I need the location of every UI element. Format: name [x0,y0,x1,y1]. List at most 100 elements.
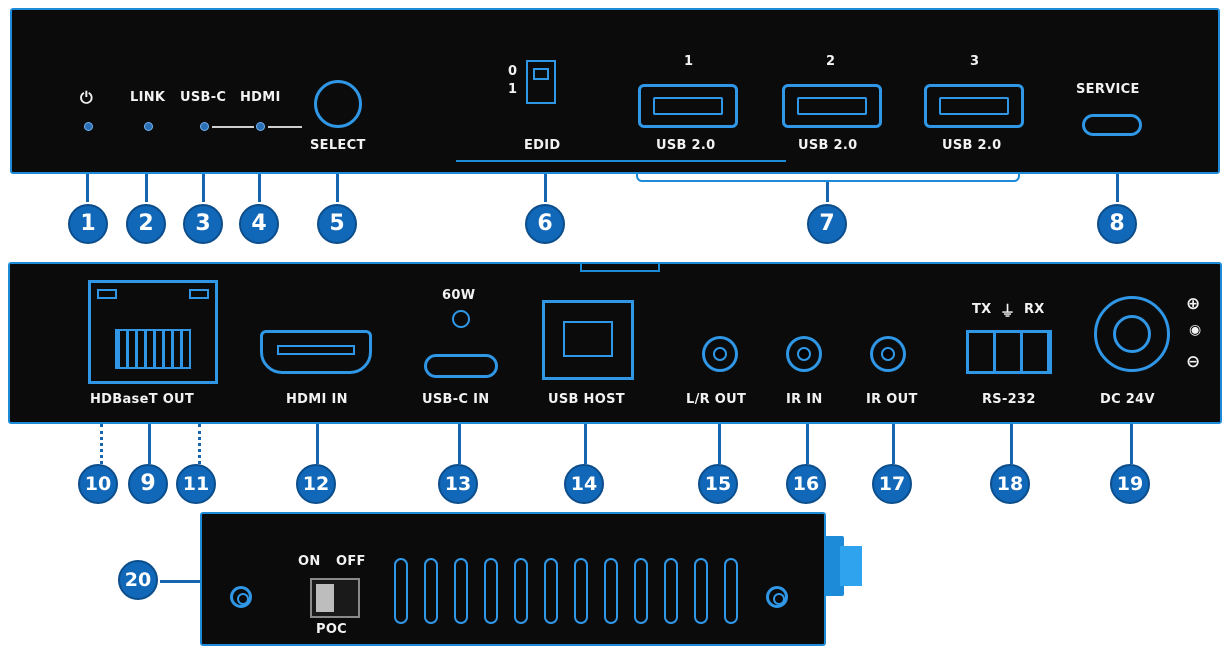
link-led [144,122,153,131]
callout-line-15 [718,424,721,464]
usb-label-2: USB 2.0 [798,138,858,153]
edid-switch[interactable] [526,60,556,104]
callout-4: 4 [239,204,279,244]
usbc-in-port[interactable] [424,354,498,378]
callout-line-20 [160,580,200,583]
ir-in-label: IR IN [786,392,823,407]
callout-1: 1 [68,204,108,244]
callout-line-12 [316,424,319,464]
hdmi-select-line [268,126,302,128]
usb-number-1: 1 [684,54,694,69]
rs232-terminal[interactable] [966,330,1052,374]
watt-indicator [452,310,470,328]
callout-6: 6 [525,204,565,244]
hdmi-label: HDMI [240,90,281,105]
edid-pos-0: 0 [508,64,518,79]
rx-label: RX [1024,302,1045,317]
dc-center-icon: ◉ [1189,322,1202,338]
lr-out-jack[interactable] [702,336,738,372]
callout-3: 3 [183,204,223,244]
select-button[interactable] [314,80,362,128]
edid-underline [456,160,786,162]
vent-slot [664,558,678,624]
callout-11: 11 [176,464,216,504]
usb-port-1[interactable] [638,84,738,128]
ir-in-jack[interactable] [786,336,822,372]
callout-12: 12 [296,464,336,504]
callout-5: 5 [317,204,357,244]
callout-line-17 [892,424,895,464]
dc-power-jack[interactable] [1094,296,1170,372]
hdmi-led [256,122,265,131]
callout-17: 17 [872,464,912,504]
callout-9: 9 [128,464,168,504]
vent-slot [694,558,708,624]
callout-7: 7 [807,204,847,244]
service-port[interactable] [1082,114,1142,136]
ir-out-label: IR OUT [866,392,918,407]
callout-line-18 [1010,424,1013,464]
dc-power-inner [1113,315,1151,353]
callout-line-1 [86,174,89,202]
callout-2: 2 [126,204,166,244]
poc-switch-knob [316,584,334,612]
usb-number-2: 2 [826,54,836,69]
poc-on-label: ON [298,554,321,569]
dc-minus-icon: ⊖ [1186,352,1201,372]
callout-line-3 [202,174,205,202]
side-connector-cap [840,546,862,586]
edid-pos-1: 1 [508,82,518,97]
lr-out-label: L/R OUT [686,392,747,407]
callout-line-7 [826,182,829,202]
callout-line-4 [258,174,261,202]
vent-slot [454,558,468,624]
usbc-led [200,122,209,131]
ground-icon: ⏚ [1000,302,1016,320]
callout-20: 20 [118,560,158,600]
hdmi-in-port[interactable] [260,330,372,374]
callout-line-8 [1116,174,1119,202]
side-connector [824,536,844,596]
vent-slot [424,558,438,624]
dc-label: DC 24V [1100,392,1155,407]
tx-label: TX [972,302,992,317]
vent-slot [724,558,738,624]
hdbaset-led-left [97,289,117,299]
hdbaset-port[interactable] [88,280,218,384]
callout-line-5 [336,174,339,202]
callout-line-16 [806,424,809,464]
usb-port-2[interactable] [782,84,882,128]
edid-switch-knob [533,68,549,80]
callout-line-19 [1130,424,1133,464]
poc-label: POC [316,622,348,637]
callout-line-13 [458,424,461,464]
poc-switch[interactable] [310,578,360,618]
edid-label: EDID [524,138,561,153]
ir-out-jack[interactable] [870,336,906,372]
side-panel: ON OFF POC [200,512,826,646]
usb-number-3: 3 [970,54,980,69]
vent-slot [394,558,408,624]
vent-slot [634,558,648,624]
watt-label: 60W [442,288,476,303]
callout-line-6 [544,174,547,202]
front-panel: ⏻ LINK USB-C HDMI SELECT 0 1 EDID 1 USB … [10,8,1220,174]
usb-host-port[interactable] [542,300,634,380]
hdmi-in-inner [277,345,355,355]
callout-line-9 [148,424,151,464]
callout-18: 18 [990,464,1030,504]
usb-group-bracket [636,172,1020,182]
hdbaset-contacts [115,329,191,369]
usb-port-3[interactable] [924,84,1024,128]
vent-slot [604,558,618,624]
callout-15: 15 [698,464,738,504]
callout-line-11 [198,424,204,464]
callout-8: 8 [1097,204,1137,244]
power-led [84,122,93,131]
vent-slot [544,558,558,624]
usbc-hdmi-line [212,126,254,128]
usbc-in-label: USB-C IN [422,392,490,407]
callout-19: 19 [1110,464,1150,504]
vent-slot [574,558,588,624]
rs232-label: RS-232 [982,392,1036,407]
